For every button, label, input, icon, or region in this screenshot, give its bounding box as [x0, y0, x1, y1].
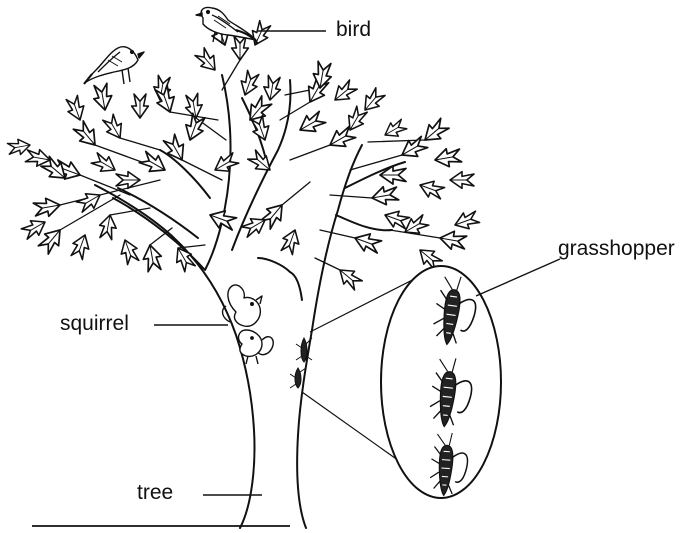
bird-label: bird	[336, 19, 371, 40]
squirrel-label: squirrel	[60, 313, 129, 334]
tree-foliage	[7, 17, 480, 291]
grasshopper-label: grasshopper	[558, 238, 675, 259]
tree-label: tree	[137, 482, 173, 503]
squirrel-illustration	[223, 285, 274, 364]
label-leaders	[154, 31, 560, 495]
grasshopper-leader	[476, 259, 560, 296]
second-bird-illustration	[84, 47, 144, 84]
